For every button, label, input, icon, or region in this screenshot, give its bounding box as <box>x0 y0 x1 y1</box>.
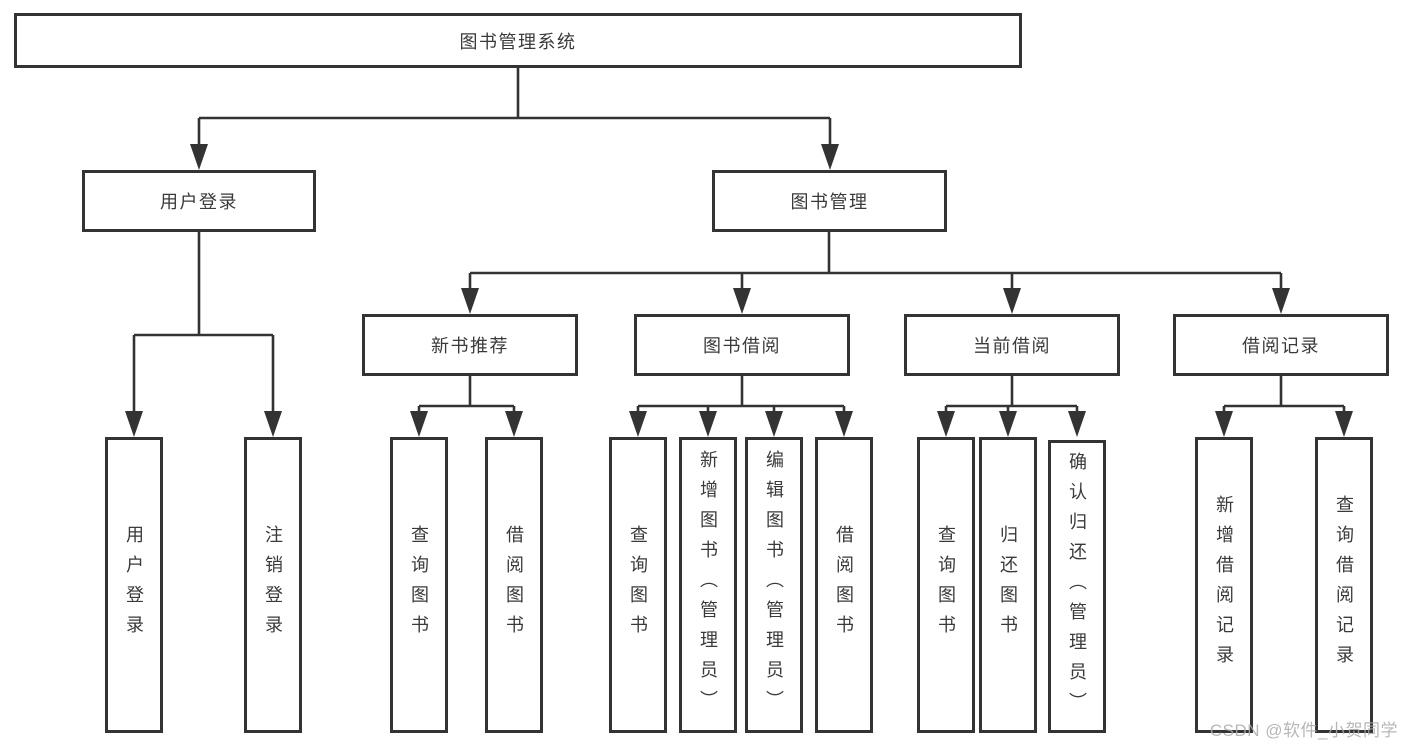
node-label: 用户登录 <box>160 192 238 212</box>
leaf-nb-query-books: 查询图书 <box>390 437 448 733</box>
leaf-label: 查询图书 <box>936 525 956 645</box>
leaf-br-add-record: 新增借阅记录 <box>1195 437 1253 733</box>
node-label: 新书推荐 <box>431 336 509 356</box>
leaf-br-query-record: 查询借阅记录 <box>1315 437 1373 733</box>
node-label: 借阅记录 <box>1242 336 1320 356</box>
leaf-label: 注销登录 <box>263 525 283 645</box>
node-label: 当前借阅 <box>973 336 1051 356</box>
leaf-cb-query-books: 查询图书 <box>917 437 975 733</box>
leaf-label: 查询借阅记录 <box>1334 495 1354 675</box>
leaf-label: 新增图书（管理员） <box>698 450 718 720</box>
leaf-user-login: 用户登录 <box>105 437 163 733</box>
node-library-system: 图书管理系统 <box>14 13 1022 68</box>
node-borrowing-records: 借阅记录 <box>1173 314 1389 376</box>
node-user-login: 用户登录 <box>82 170 316 232</box>
leaf-label: 查询图书 <box>409 525 429 645</box>
leaf-cb-return-books: 归还图书 <box>979 437 1037 733</box>
leaf-logout-login: 注销登录 <box>244 437 302 733</box>
leaf-label: 用户登录 <box>124 525 144 645</box>
leaf-bb-borrow-books: 借阅图书 <box>815 437 873 733</box>
node-new-book-recommend: 新书推荐 <box>362 314 578 376</box>
node-label: 图书借阅 <box>703 336 781 356</box>
leaf-label: 归还图书 <box>998 525 1018 645</box>
leaf-label: 借阅图书 <box>834 525 854 645</box>
leaf-bb-edit-books-admin: 编辑图书（管理员） <box>745 437 803 733</box>
arrowheads <box>125 144 1353 437</box>
leaf-bb-add-books-admin: 新增图书（管理员） <box>679 437 737 733</box>
node-book-borrowing: 图书借阅 <box>634 314 850 376</box>
leaf-label: 借阅图书 <box>504 525 524 645</box>
node-label: 图书管理 <box>790 192 869 212</box>
leaf-label: 确认归还（管理员） <box>1067 451 1087 722</box>
node-book-management: 图书管理 <box>712 170 947 232</box>
node-current-borrowing: 当前借阅 <box>904 314 1120 376</box>
watermark-text: CSDN @软件_小贺同学 <box>1209 721 1398 740</box>
leaf-cb-confirm-return-admin: 确认归还（管理员） <box>1048 440 1106 733</box>
leaf-label: 新增借阅记录 <box>1214 495 1234 675</box>
leaf-bb-query-books: 查询图书 <box>609 437 667 733</box>
leaf-label: 查询图书 <box>628 525 648 645</box>
leaf-label: 编辑图书（管理员） <box>764 450 784 720</box>
node-label: 图书管理系统 <box>459 31 577 52</box>
leaf-nb-borrow-books: 借阅图书 <box>485 437 543 733</box>
